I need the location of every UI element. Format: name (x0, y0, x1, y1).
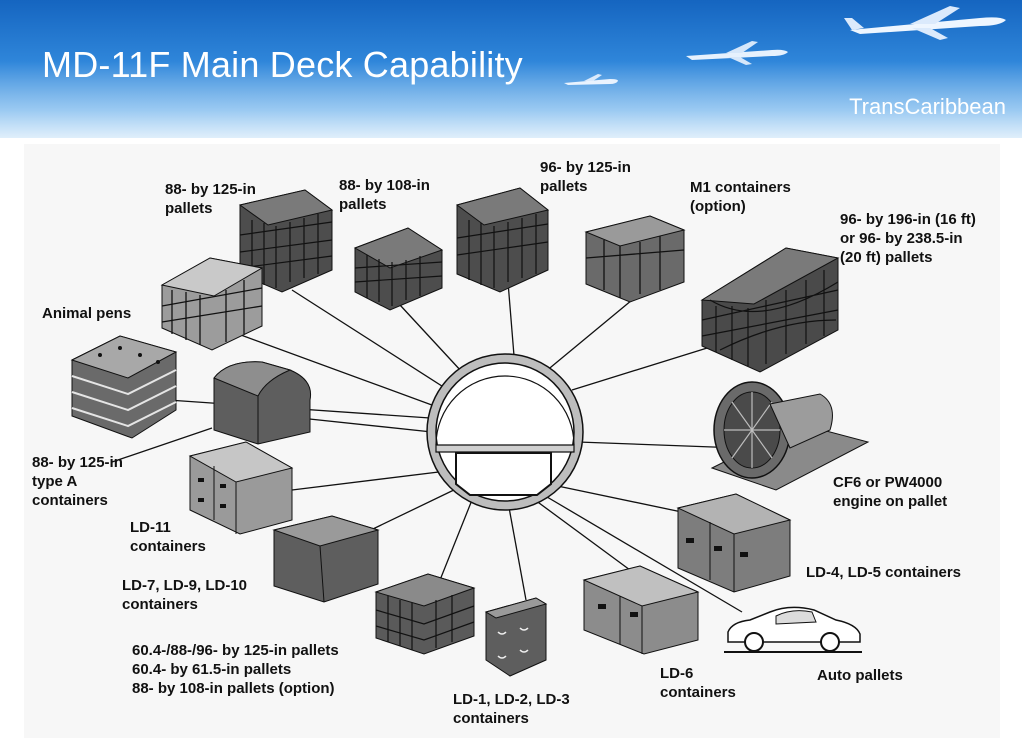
pallet-20ft-icon (700, 247, 840, 373)
stacked-animal-pens-icon (70, 335, 178, 439)
ld-4-container-icon (676, 493, 792, 593)
ld-7-container-icon (272, 515, 380, 603)
animal-pen-icon (160, 257, 264, 351)
banner-sheen (0, 60, 1022, 138)
airplane-icon (564, 74, 618, 85)
brand-name: TransCaribbean (849, 94, 1006, 119)
auto-pallet-car-icon (724, 606, 862, 653)
pallet-88x108-icon (353, 227, 444, 311)
type-a-container-icon (213, 361, 312, 445)
pallet-88x125-icon (238, 189, 334, 293)
ld-11-container-icon (188, 441, 294, 535)
page-title: MD-11F Main Deck Capability (42, 44, 523, 85)
m1-container-icon (584, 215, 686, 303)
fuselage-cross-section (426, 353, 584, 511)
label-m1-containers: M1 containers(option) (690, 179, 791, 215)
label-ld-4-containers: LD-4, LD-5 containers (806, 564, 962, 581)
label-16ft-20ft-pallets: 96- by 196-in (16 ft)or 96- by 238.5-in(… (840, 211, 976, 266)
label-auto-pallets: Auto pallets (817, 667, 903, 684)
engine-on-pallet-icon (710, 381, 870, 491)
header-banner: MD-11F Main Deck Capability TransCaribbe… (0, 0, 1022, 138)
label-animal-pens: Animal pens (42, 305, 132, 322)
ld-6-container-icon (582, 565, 700, 655)
airplane-icon (844, 6, 1006, 40)
ld-1-container-icon (484, 597, 548, 677)
airplane-icon (686, 41, 788, 65)
pallet-96x125-icon (455, 187, 550, 293)
small-pallet-stack-icon (374, 573, 476, 655)
